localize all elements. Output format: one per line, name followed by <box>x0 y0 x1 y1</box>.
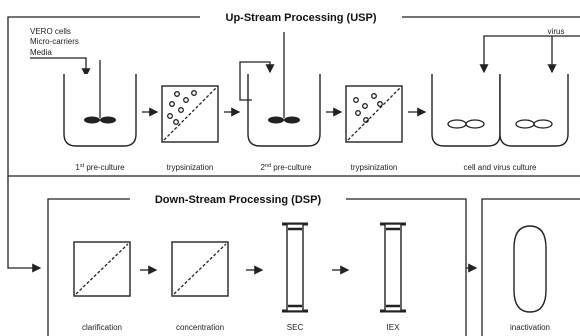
input-vero-cells: VERO cells <box>30 27 71 36</box>
dsp-title: Down-Stream Processing (DSP) <box>155 194 322 206</box>
clarification-label: clarification <box>82 323 122 332</box>
dsp-section: Down-Stream Processing (DSP) clarificati… <box>47 194 580 336</box>
concentration-box <box>171 241 229 297</box>
input-micro-carriers: Micro-carriers <box>30 37 79 46</box>
dsp-frame-right <box>346 198 467 336</box>
virus-label: virus <box>548 27 565 36</box>
trypsinization-1-box <box>161 85 219 143</box>
iex-label: IEX <box>387 323 401 332</box>
inactivation-section <box>481 198 580 336</box>
cell-virus-culture-reactors <box>431 35 580 147</box>
trypsinization-2-label: trypsinization <box>351 163 398 172</box>
trypsinization-2-box <box>345 85 403 143</box>
input-arrow <box>30 57 91 78</box>
input-media: Media <box>30 48 52 57</box>
usp-section: Up-Stream Processing (USP) VERO cells Mi… <box>7 12 580 177</box>
bioreactor-1 <box>63 60 137 147</box>
dsp-frame-left <box>47 198 130 336</box>
inactivation-vessel <box>513 225 547 313</box>
sec-label: SEC <box>287 323 304 332</box>
trypsinization-1-label: trypsinization <box>167 163 214 172</box>
inactivation-label: inactivation <box>510 323 550 332</box>
sec-column <box>282 222 308 313</box>
inactivation-frame <box>481 198 580 336</box>
usp-to-dsp-arrow <box>7 176 42 273</box>
pre-culture-2-label: 2nd pre-culture <box>260 163 312 172</box>
clarification-box <box>73 241 131 297</box>
usp-frame <box>7 16 580 177</box>
cell-virus-culture-label: cell and virus culture <box>464 163 537 172</box>
usp-title: Up-Stream Processing (USP) <box>226 12 377 24</box>
bioreactor-2 <box>239 32 321 147</box>
pre-culture-1-label: 1st pre-culture <box>75 163 125 172</box>
concentration-label: concentration <box>176 323 224 332</box>
iex-column <box>380 222 406 313</box>
